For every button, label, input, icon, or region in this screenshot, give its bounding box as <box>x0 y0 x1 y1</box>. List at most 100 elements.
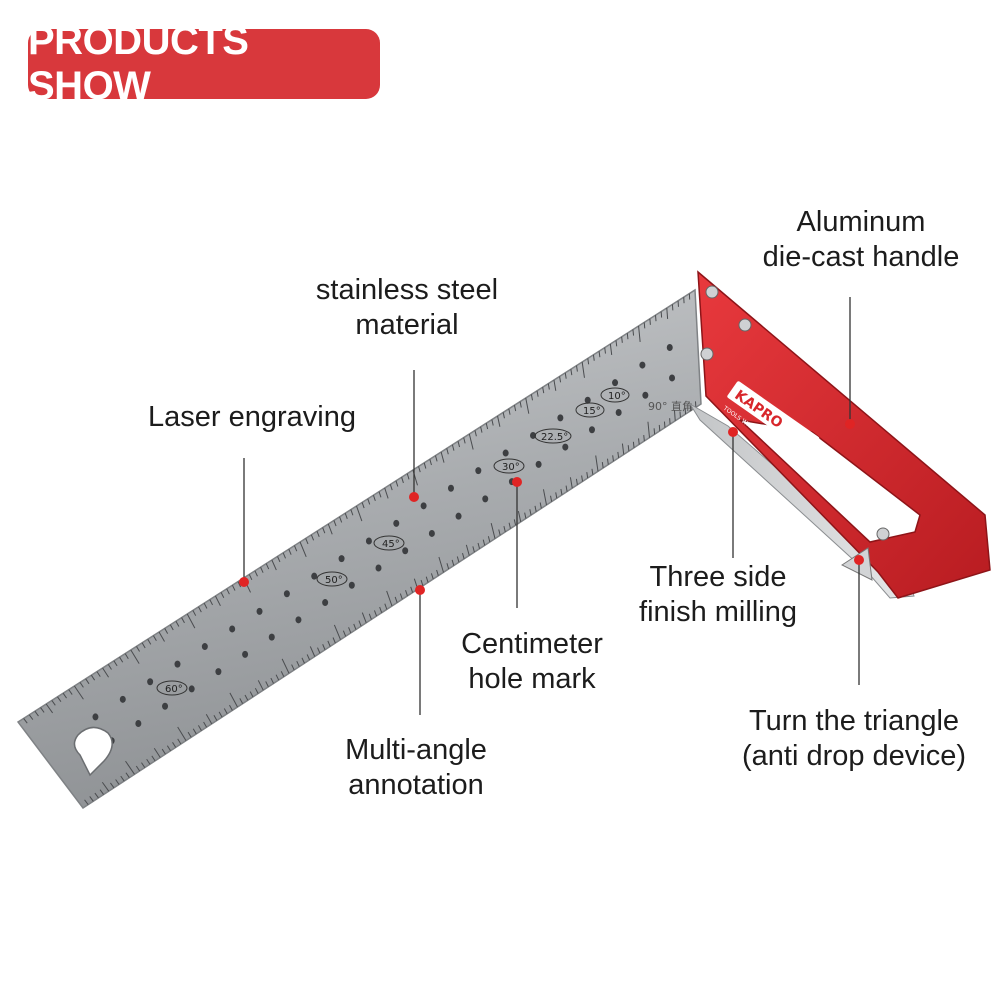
tick-mark <box>508 522 511 529</box>
tick-mark <box>213 715 218 721</box>
tick-mark <box>609 343 613 355</box>
tick-mark <box>277 556 281 563</box>
corner-90-mark: 90° 直角 <box>648 399 693 413</box>
tick-mark <box>395 480 399 487</box>
tick-mark <box>647 421 650 438</box>
tick-mark <box>498 529 501 536</box>
tick-mark <box>309 646 316 657</box>
tick-mark <box>218 711 223 718</box>
tick-mark <box>332 637 336 644</box>
tick-mark <box>327 640 331 647</box>
dot-multi-angle <box>415 585 425 595</box>
dot-centimeter-hole <box>512 477 522 487</box>
angle-mark-22-5: 22.5° <box>534 428 572 444</box>
tick-mark <box>423 462 427 469</box>
tick-mark <box>451 444 455 451</box>
tick-mark <box>90 674 96 681</box>
tick-mark <box>649 318 651 325</box>
tick-mark <box>356 505 363 522</box>
tick-mark <box>542 489 547 506</box>
tick-mark <box>316 531 320 537</box>
tick-mark <box>480 426 483 433</box>
tick-mark <box>161 748 166 755</box>
centimeter-hole <box>584 396 591 404</box>
callout-dots <box>239 419 864 595</box>
tick-mark <box>275 674 280 681</box>
svg-text:10°: 10° <box>608 391 626 402</box>
tick-mark <box>456 556 460 563</box>
centimeter-hole <box>311 572 318 580</box>
centimeter-hole <box>669 374 676 382</box>
tick-mark <box>141 762 146 768</box>
centimeter-hole <box>201 643 208 651</box>
tick-mark <box>632 329 635 336</box>
tick-mark <box>446 448 449 455</box>
tick-mark <box>177 726 187 741</box>
tick-mark <box>209 599 214 606</box>
tick-mark <box>348 627 352 634</box>
tick-mark <box>96 671 101 677</box>
tick-mark <box>394 596 398 603</box>
tick-mark <box>607 458 609 465</box>
tick-mark <box>151 755 156 762</box>
tick-mark <box>663 421 666 428</box>
tick-mark <box>51 700 56 706</box>
centimeter-hole <box>229 625 236 633</box>
tick-mark <box>239 698 244 704</box>
tick-mark <box>627 445 630 452</box>
tick-mark <box>152 635 157 642</box>
tick-mark <box>79 682 84 688</box>
tick-mark <box>301 657 305 664</box>
centimeter-hole <box>162 702 169 710</box>
tick-mark <box>281 658 290 674</box>
tick-mark <box>490 523 496 539</box>
hanging-hole <box>73 726 113 777</box>
tick-mark <box>197 725 202 731</box>
tick-mark <box>598 351 601 358</box>
centimeter-hole <box>92 713 99 721</box>
tick-mark <box>305 538 309 545</box>
tick-mark <box>186 613 196 629</box>
tick-mark <box>146 758 151 765</box>
tick-mark <box>643 435 645 442</box>
centimeter-hole <box>119 695 126 703</box>
centimeter-hole <box>147 678 154 686</box>
tick-mark <box>472 546 475 553</box>
angle-mark-15: 15° <box>575 402 605 418</box>
tick-mark <box>172 742 177 748</box>
tick-mark <box>296 660 300 667</box>
tick-mark <box>344 513 348 520</box>
tick-mark <box>306 654 311 661</box>
callout-aluminum-handle: Aluminum die-cast handle <box>762 206 960 273</box>
tick-mark <box>384 603 388 610</box>
tick-mark <box>463 437 466 444</box>
callout-three-side-milling: Three side finish milling <box>639 561 797 628</box>
tick-mark <box>322 644 326 650</box>
svg-text:60°: 60° <box>165 684 183 695</box>
tick-mark <box>462 552 465 560</box>
tick-mark <box>147 638 152 645</box>
tick-mark <box>361 612 367 624</box>
centimeter-hole <box>402 547 409 555</box>
tick-mark <box>99 789 105 795</box>
dot-turn-triangle <box>854 555 864 565</box>
steel-blade <box>16 288 702 810</box>
centimeter-hole <box>455 512 462 520</box>
tick-mark <box>468 433 474 450</box>
tick-mark <box>485 423 489 430</box>
centimeter-hole <box>295 616 302 624</box>
angle-annotations: 60° 50° 45° 30° 22.5° 15° 10° <box>156 387 630 696</box>
tick-mark <box>653 428 656 435</box>
tick-mark <box>254 687 259 694</box>
tick-mark <box>482 539 486 546</box>
centimeter-hole <box>268 633 275 641</box>
tick-mark <box>40 707 45 713</box>
tick-mark <box>237 581 242 588</box>
tick-mark <box>601 461 604 469</box>
tick-mark <box>638 325 641 342</box>
tick-mark <box>581 475 584 482</box>
tick-mark <box>436 569 439 576</box>
tick-mark <box>612 455 614 462</box>
tick-mark <box>249 691 254 698</box>
tick-mark <box>569 477 573 489</box>
